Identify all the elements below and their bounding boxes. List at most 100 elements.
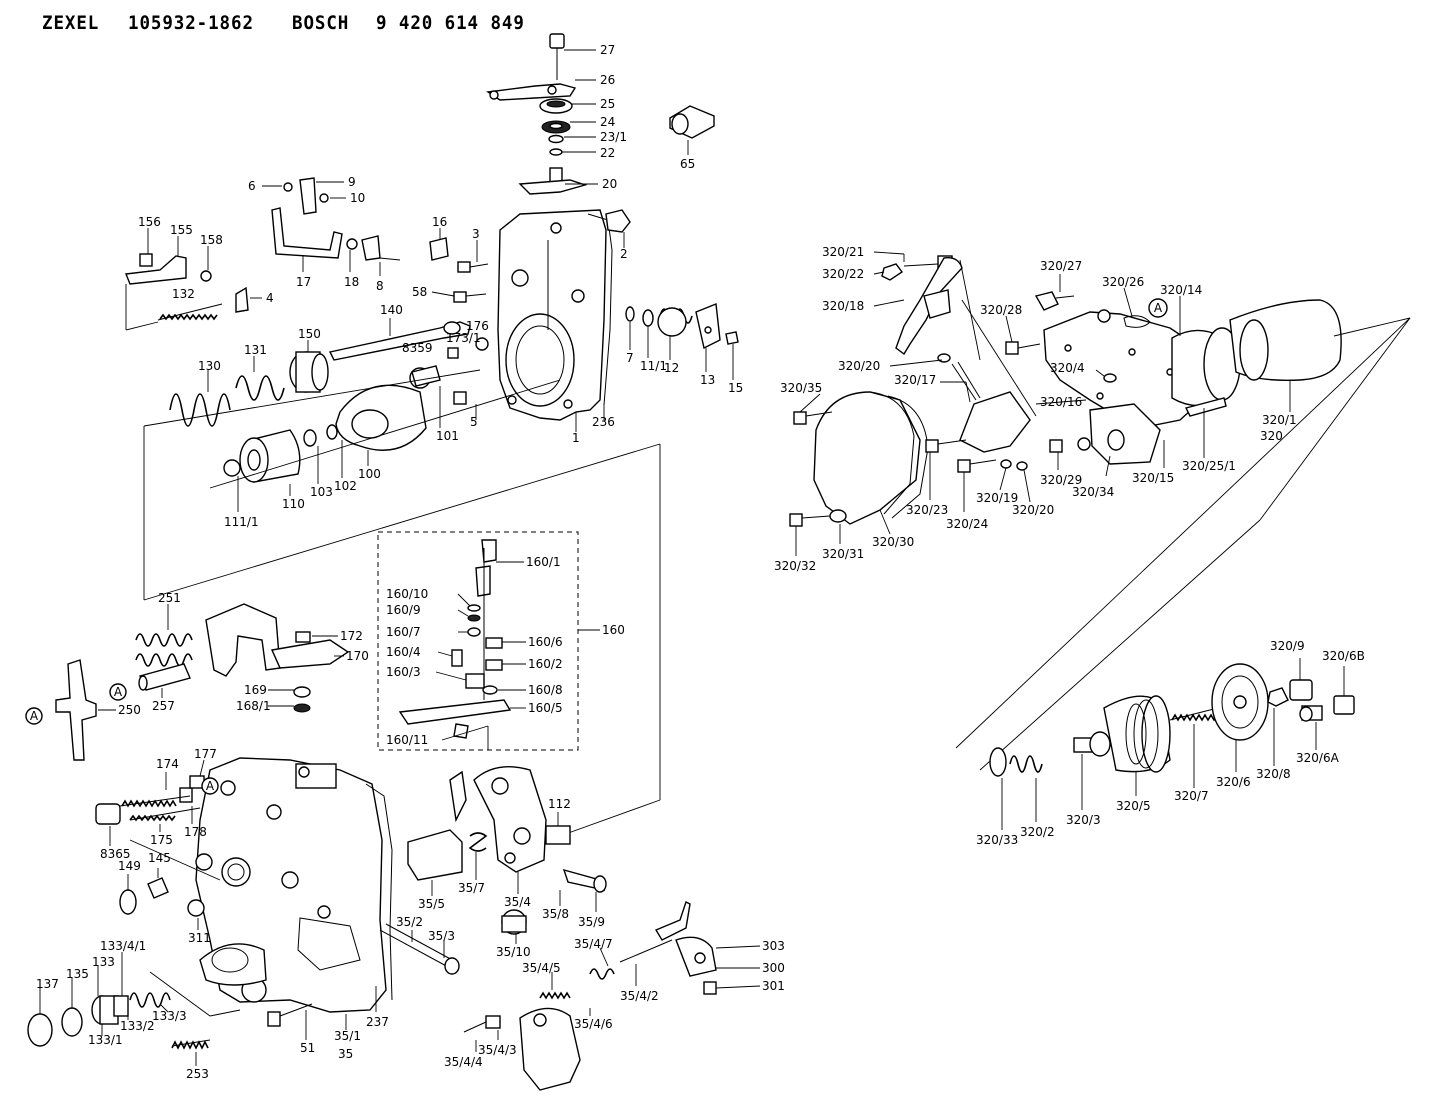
callout-label: 160/10 [386, 587, 428, 601]
callout-label: 17 [296, 275, 311, 289]
callout-label: 320/17 [894, 373, 936, 387]
marker-a: A [114, 685, 123, 699]
reference-markers [25, 298, 1168, 795]
callout-label: 51 [300, 1041, 315, 1055]
callout-label: 132 [172, 287, 195, 301]
leader-lines-left-top [125, 181, 381, 331]
callout-label: 160/6 [528, 635, 563, 649]
callout-label: 11/1 [640, 359, 667, 373]
callout-label: 23/1 [600, 130, 627, 144]
callout-label: 160/7 [386, 625, 421, 639]
callout-label: 237 [366, 1015, 389, 1029]
housing-bolts [95, 775, 213, 917]
callout-label: 174 [156, 757, 179, 771]
callout-label: 140 [380, 303, 403, 317]
callout-label: 18 [344, 275, 359, 289]
group-160 [377, 531, 579, 751]
callout-label: 170 [346, 649, 369, 663]
callout-label: 160 [602, 623, 625, 637]
callout-label: 130 [198, 359, 221, 373]
leader-lines-middle [389, 228, 734, 380]
callout-label: 320/31 [822, 547, 864, 561]
callout-label: 320/16 [1040, 395, 1082, 409]
callout-label: 155 [170, 223, 193, 237]
callout-label: 175 [150, 833, 173, 847]
callout-label: 320/22 [822, 267, 864, 281]
callout-label: 320/19 [976, 491, 1018, 505]
part-number-zexel: 105932-1862 [128, 12, 254, 34]
callout-label: 8 [376, 279, 384, 293]
callout-label: 177 [194, 747, 217, 761]
callout-label: 250 [118, 703, 141, 717]
callout-label: 320/32 [774, 559, 816, 573]
callout-label: 160/4 [386, 645, 421, 659]
callout-label: 133/3 [152, 1009, 187, 1023]
callout-label: 320/7 [1174, 789, 1209, 803]
callout-label: 320/6 [1216, 775, 1251, 789]
governor-housing [497, 209, 613, 421]
callout-label: 311 [188, 931, 211, 945]
callout-label: 303 [762, 939, 785, 953]
lever-35-assembly [379, 766, 607, 975]
callout-label: 9 [348, 175, 356, 189]
leader-lines-320-lower [1001, 658, 1345, 830]
timer-assembly-bottom [27, 992, 313, 1050]
reference-marker-labels: A A A A [30, 301, 1163, 793]
callout-label: 320/29 [1040, 473, 1082, 487]
callout-label: 58 [412, 285, 427, 299]
callout-label: 160/3 [386, 665, 421, 679]
callout-label: 320/21 [822, 245, 864, 259]
callout-label: 8365 [100, 847, 131, 861]
callout-label: 172 [340, 629, 363, 643]
callout-label: 24 [600, 115, 615, 129]
callout-label: 35/9 [578, 915, 605, 929]
leader-lines-flyweight [143, 340, 661, 837]
callout-label: 320/5 [1116, 799, 1151, 813]
callout-label: 320/30 [872, 535, 914, 549]
callout-label: 320/28 [980, 303, 1022, 317]
callout-label: 35/10 [496, 945, 531, 959]
callout-label: 160/5 [528, 701, 563, 715]
callout-label: 27 [600, 43, 615, 57]
callout-label: 320/1 [1262, 413, 1297, 427]
callout-label: 160/8 [528, 683, 563, 697]
leader-lines-160 [435, 561, 600, 750]
callout-label: 25 [600, 97, 615, 111]
callout-label: 320/9 [1270, 639, 1305, 653]
callout-label: 2 [620, 247, 628, 261]
callout-label: 35/4/2 [620, 989, 659, 1003]
callout-label: 35/1 [334, 1029, 361, 1043]
part-number-bosch: 9 420 614 849 [376, 12, 525, 34]
callout-label: 168/1 [236, 699, 271, 713]
callout-label: 320/33 [976, 833, 1018, 847]
pump-housing [195, 757, 393, 1013]
callout-label: 35/8 [542, 907, 569, 921]
callout-label: 35/3 [428, 929, 455, 943]
lever-link-parts [55, 603, 350, 761]
callout-label: 35 [338, 1047, 353, 1061]
callout-label: 320/15 [1132, 471, 1174, 485]
callout-label: 111/1 [224, 515, 259, 529]
lever-assembly-left [125, 177, 401, 321]
callout-label: 137 [36, 977, 59, 991]
leader-lines-35 [411, 812, 597, 958]
callout-label: 149 [118, 859, 141, 873]
flyweight-assembly [169, 351, 467, 483]
callout-label: 320/24 [946, 517, 988, 531]
callout-label: 158 [200, 233, 223, 247]
callout-label: 320/26 [1102, 275, 1144, 289]
callout-label: 160/2 [528, 657, 563, 671]
callout-labels: 27 26 25 24 23/1 22 20 65 6 9 10 156 155… [36, 43, 1365, 1081]
callout-label: 65 [680, 157, 695, 171]
callout-label: 3 [472, 227, 480, 241]
callout-label: 320/2 [1020, 825, 1055, 839]
callout-label: 35/4/5 [522, 961, 561, 975]
callout-label: 320/6B [1322, 649, 1365, 663]
callout-label: 35/4/6 [574, 1017, 613, 1031]
leader-lines-320-upper [795, 251, 1411, 771]
callout-label: 320/20 [1012, 503, 1054, 517]
leader-lines-timer [39, 952, 377, 1066]
callout-label: 12 [664, 361, 679, 375]
callout-label: 110 [282, 497, 305, 511]
callout-label: 6 [248, 179, 256, 193]
